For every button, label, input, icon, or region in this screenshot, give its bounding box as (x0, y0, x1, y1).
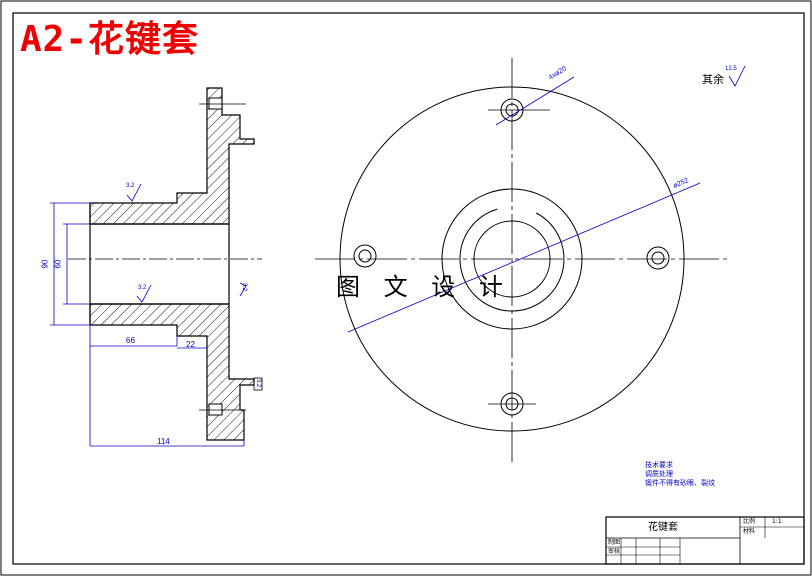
tech-line-2: 调质处理 (645, 470, 673, 478)
section-dimensions (50, 65, 746, 447)
dim-66: 66 (126, 336, 135, 345)
front-centerlines (315, 58, 728, 462)
dim-114: 114 (157, 437, 170, 446)
section-upper-half (89, 87, 255, 225)
front-view (315, 58, 728, 462)
section-lower-half (89, 303, 255, 441)
roughness-2: 3.2 (138, 285, 147, 291)
roughness-4: 3.2 (255, 378, 262, 388)
inner-border (12, 12, 805, 565)
dim-90: 90 (40, 259, 50, 269)
keyway-upper (208, 97, 223, 110)
material-label: 材料 (743, 528, 756, 535)
scale-value: 1:1 (772, 518, 782, 525)
roughness-other-value: 12.5 (725, 66, 737, 72)
keyway-lower (208, 403, 223, 416)
dim-22: 22 (186, 340, 195, 349)
drawing-title: A2-花键套 (20, 19, 200, 60)
tech-line-3: 锻件不得有砂眼、裂纹 (645, 479, 715, 487)
watermark-text: 图 文 设 计 (336, 273, 511, 301)
checked-label: 审核 (608, 548, 621, 555)
dim-60: 60 (53, 259, 63, 269)
front-leaders (347, 76, 701, 333)
scale-label: 比例 (743, 518, 756, 525)
tech-line-1: 技术要求 (645, 461, 673, 469)
roughness-1: 3.2 (126, 183, 135, 189)
tech-requirements: 技术要求 调质处理 锻件不得有砂眼、裂纹 (645, 461, 715, 488)
part-name: 花键套 (648, 522, 678, 533)
roughness-3: 3.2 (241, 282, 248, 292)
roughness-other-label: 其余 (702, 73, 724, 86)
bolt-holes (353, 98, 670, 416)
section-view (68, 87, 263, 441)
title-block-grid (605, 516, 805, 565)
drawn-label: 制图 (608, 539, 621, 546)
